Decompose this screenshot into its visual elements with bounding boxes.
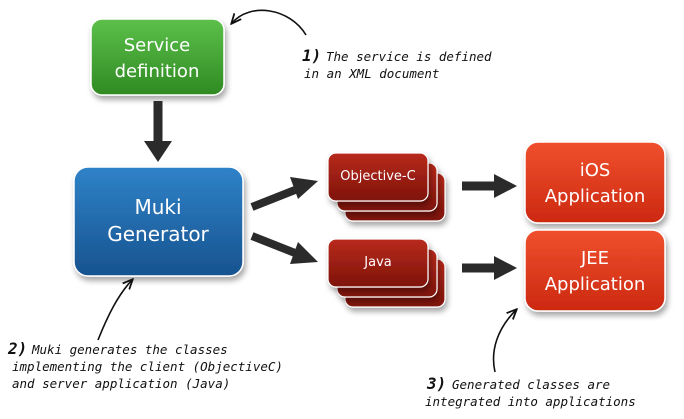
note3-pointer-arrow	[492, 310, 516, 373]
note-2: 2) Muki generates the classes implementi…	[7, 339, 283, 391]
muki-generator-box: Muki Generator	[73, 166, 244, 277]
arrow-objective-c-to-ios	[462, 174, 517, 198]
arrow-generator-to-objective-c	[250, 177, 318, 211]
note2-line3: and server application (Java)	[12, 376, 230, 391]
note2-number: 2)	[7, 339, 27, 358]
ios-application-label-line2: Application	[545, 186, 646, 207]
note1-line2: in an XML document	[304, 66, 439, 81]
ios-application-box: iOS Application	[524, 141, 666, 224]
java-label: Java	[363, 255, 391, 270]
service-definition-box: Service definition	[90, 18, 225, 96]
note1-number: 1)	[302, 46, 321, 65]
note2-pointer-arrow	[97, 280, 132, 341]
objective-c-label: Objective-C	[340, 169, 415, 184]
arrow-java-to-jee	[462, 256, 517, 280]
jee-application-box: JEE Application	[524, 229, 666, 312]
note1-pointer-arrow	[232, 9, 307, 36]
muki-generator-label-line2: Generator	[107, 222, 209, 246]
service-definition-label-line1: Service	[124, 35, 191, 56]
muki-generator-label-line1: Muki	[134, 195, 181, 219]
note2-line2: implementing the client (ObjectiveC)	[12, 359, 283, 374]
jee-application-label-line1: JEE	[580, 248, 609, 269]
service-definition-label-line2: definition	[115, 61, 200, 82]
note3-number: 3)	[426, 374, 446, 393]
jee-application-label-line2: Application	[545, 274, 646, 295]
arrow-service-to-generator	[144, 101, 172, 162]
note3-line1: Generated classes are	[452, 377, 610, 392]
ios-application-label-line1: iOS	[580, 160, 611, 181]
note3-line2: integrated into applications	[425, 394, 636, 409]
note1-line1: The service is defined	[326, 49, 492, 64]
objective-c-stack: Objective-C	[327, 152, 446, 222]
java-stack: Java	[327, 238, 446, 308]
arrow-generator-to-java	[250, 232, 318, 264]
note2-line1: Muki generates the classes	[31, 342, 228, 357]
note-3: 3) Generated classes are integrated into…	[425, 374, 636, 409]
note-1: 1) The service is defined in an XML docu…	[302, 46, 492, 81]
